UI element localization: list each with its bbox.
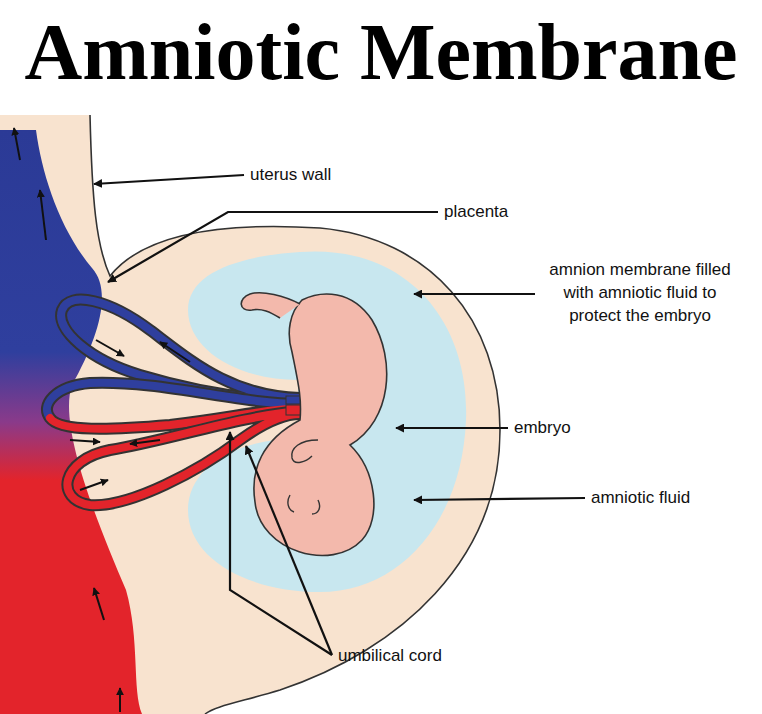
embryo-figure bbox=[241, 293, 386, 556]
part-label: placenta bbox=[444, 200, 508, 223]
part-label: umbilical cord bbox=[338, 644, 442, 667]
uterus-outline bbox=[90, 115, 500, 714]
uterus-wall bbox=[0, 115, 500, 714]
diagram-title: Amniotic Membrane bbox=[24, 12, 737, 92]
part-label: uterus wall bbox=[250, 163, 331, 186]
part-label: embryo bbox=[514, 416, 571, 439]
leader-lines bbox=[94, 175, 585, 655]
part-label: amniotic fluid bbox=[591, 486, 690, 509]
flow-arrows bbox=[14, 128, 190, 712]
part-label: amnion membrane filled with amniotic flu… bbox=[540, 258, 740, 327]
